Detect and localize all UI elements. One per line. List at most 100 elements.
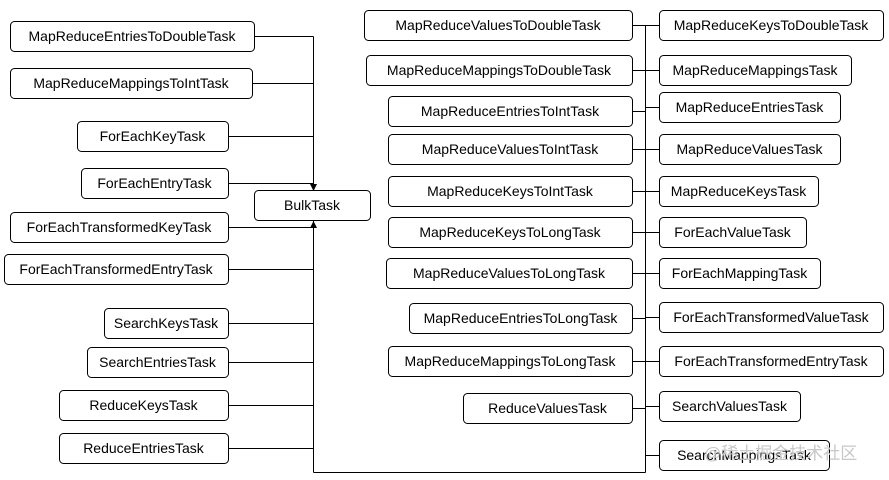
task-box-frame xyxy=(659,55,852,86)
task-box-forEachTransformedKey: ForEachTransformedKeyTask xyxy=(10,212,229,243)
task-boxes: BulkTaskMapReduceEntriesToDoubleTaskMapR… xyxy=(4,10,884,471)
task-box-frame xyxy=(409,303,633,334)
task-box-searchMappings: SearchMappingsTask xyxy=(659,440,830,471)
task-box-frame xyxy=(659,217,807,248)
task-box-frame xyxy=(388,134,633,165)
task-box-frame xyxy=(366,55,633,86)
task-box-frame xyxy=(59,433,229,464)
task-box-reduceKeys: ReduceKeysTask xyxy=(59,390,229,421)
task-box-frame xyxy=(388,176,633,207)
task-label: ReduceValuesTask xyxy=(488,400,608,416)
task-box-frame xyxy=(659,176,819,207)
task-box-forEachMapping: ForEachMappingTask xyxy=(659,258,821,289)
task-box-searchKeys: SearchKeysTask xyxy=(104,308,229,339)
task-label: ForEachKeyTask xyxy=(100,128,207,144)
task-box-mrValuesToInt: MapReduceValuesToIntTask xyxy=(388,134,633,165)
task-box-frame xyxy=(659,391,801,422)
task-box-searchEntries: SearchEntriesTask xyxy=(87,347,229,378)
task-box-frame xyxy=(59,390,229,421)
task-box-frame xyxy=(659,134,841,165)
task-box-mrMappings: MapReduceMappingsTask xyxy=(659,55,852,86)
task-label: MapReduceEntriesToIntTask xyxy=(421,103,600,119)
task-label: ForEachMappingTask xyxy=(672,265,808,281)
task-box-forEachTransformedEntryL: ForEachTransformedEntryTask xyxy=(4,254,229,285)
task-label: ForEachEntryTask xyxy=(97,175,212,191)
task-box-frame xyxy=(81,168,229,199)
task-box-frame xyxy=(659,440,830,471)
task-box-frame xyxy=(659,258,821,289)
task-label: ForEachValueTask xyxy=(674,224,791,240)
task-box-frame xyxy=(388,346,633,377)
task-box-forEachValue: ForEachValueTask xyxy=(659,217,807,248)
task-label: MapReduceEntriesToDoubleTask xyxy=(29,28,237,44)
task-label: SearchEntriesTask xyxy=(99,354,217,370)
task-label: SearchKeysTask xyxy=(114,315,219,331)
task-label: ForEachTransformedKeyTask xyxy=(27,219,213,235)
task-box-frame xyxy=(659,92,841,123)
task-label: MapReduceKeysToDoubleTask xyxy=(674,17,870,33)
connector-lines xyxy=(228,25,659,473)
task-label: SearchMappingsTask xyxy=(677,447,812,463)
task-label: MapReduceMappingsToIntTask xyxy=(33,75,229,91)
task-box-mrEntriesToInt: MapReduceEntriesToIntTask xyxy=(388,96,633,127)
task-label: ReduceEntriesTask xyxy=(83,440,205,456)
task-box-frame xyxy=(10,68,253,99)
task-box-forEachTransformedValue: ForEachTransformedValueTask xyxy=(659,302,884,333)
task-label: MapReduceKeysTask xyxy=(671,183,807,199)
task-label: MapReduceMappingsToLongTask xyxy=(405,353,617,369)
task-box-frame xyxy=(659,346,884,377)
task-box-frame xyxy=(386,258,633,289)
task-box-frame xyxy=(659,302,884,333)
task-label: MapReduceValuesToIntTask xyxy=(422,141,599,157)
task-box-mrValues: MapReduceValuesTask xyxy=(659,134,841,165)
task-box-reduceValues: ReduceValuesTask xyxy=(463,393,633,424)
task-label: MapReduceKeysToIntTask xyxy=(427,183,594,199)
task-label: MapReduceEntriesToLongTask xyxy=(424,310,619,326)
task-box-mrKeysToLong: MapReduceKeysToLongTask xyxy=(388,217,633,248)
task-label: MapReduceEntriesTask xyxy=(676,99,825,115)
task-box-frame xyxy=(104,308,229,339)
task-box-frame xyxy=(254,190,371,221)
task-label: MapReduceKeysToLongTask xyxy=(419,224,601,240)
task-box-frame xyxy=(388,217,633,248)
task-box-frame xyxy=(10,212,229,243)
task-box-mrEntries: MapReduceEntriesTask xyxy=(659,92,841,123)
task-box-frame xyxy=(87,347,229,378)
task-box-mrMappingsToLong: MapReduceMappingsToLongTask xyxy=(388,346,633,377)
task-box-mrValuesToDouble: MapReduceValuesToDoubleTask xyxy=(364,10,633,41)
task-box-frame xyxy=(4,254,229,285)
task-box-mrValuesToLong: MapReduceValuesToLongTask xyxy=(386,258,633,289)
task-box-frame xyxy=(10,21,255,52)
task-box-mrEntriesToDouble: MapReduceEntriesToDoubleTask xyxy=(10,21,255,52)
task-label: SearchValuesTask xyxy=(672,398,788,414)
task-box-mrMappingsToInt: MapReduceMappingsToIntTask xyxy=(10,68,253,99)
task-label: BulkTask xyxy=(284,197,341,213)
task-label: MapReduceValuesToDoubleTask xyxy=(395,17,601,33)
task-box-frame xyxy=(659,10,884,41)
task-box-forEachTransformedEntryR: ForEachTransformedEntryTask xyxy=(659,346,884,377)
task-label: MapReduceMappingsTask xyxy=(673,62,839,78)
task-label: ForEachTransformedEntryTask xyxy=(674,353,868,369)
task-label: ForEachTransformedEntryTask xyxy=(19,261,213,277)
task-label: MapReduceValuesToLongTask xyxy=(413,265,606,281)
task-box-forEachKey: ForEachKeyTask xyxy=(77,121,229,152)
task-label: ForEachTransformedValueTask xyxy=(673,309,869,325)
task-box-frame xyxy=(463,393,633,424)
task-box-searchValues: SearchValuesTask xyxy=(659,391,801,422)
task-box-frame xyxy=(77,121,229,152)
task-label: MapReduceMappingsToDoubleTask xyxy=(387,62,612,78)
task-box-frame xyxy=(364,10,633,41)
task-box-mrKeys: MapReduceKeysTask xyxy=(659,176,819,207)
task-box-mrMappingsToDouble: MapReduceMappingsToDoubleTask xyxy=(366,55,633,86)
task-box-frame xyxy=(388,96,633,127)
task-box-bulk: BulkTask xyxy=(254,190,371,221)
task-label: ReduceKeysTask xyxy=(89,397,198,413)
task-box-reduceEntries: ReduceEntriesTask xyxy=(59,433,229,464)
task-box-mrKeysToInt: MapReduceKeysToIntTask xyxy=(388,176,633,207)
watermark: @稀土掘金技术社区 xyxy=(704,444,857,463)
task-box-mrKeysToDouble: MapReduceKeysToDoubleTask xyxy=(659,10,884,41)
task-box-mrEntriesToLong: MapReduceEntriesToLongTask xyxy=(409,303,633,334)
task-box-forEachEntry: ForEachEntryTask xyxy=(81,168,229,199)
task-label: MapReduceValuesTask xyxy=(676,141,823,157)
